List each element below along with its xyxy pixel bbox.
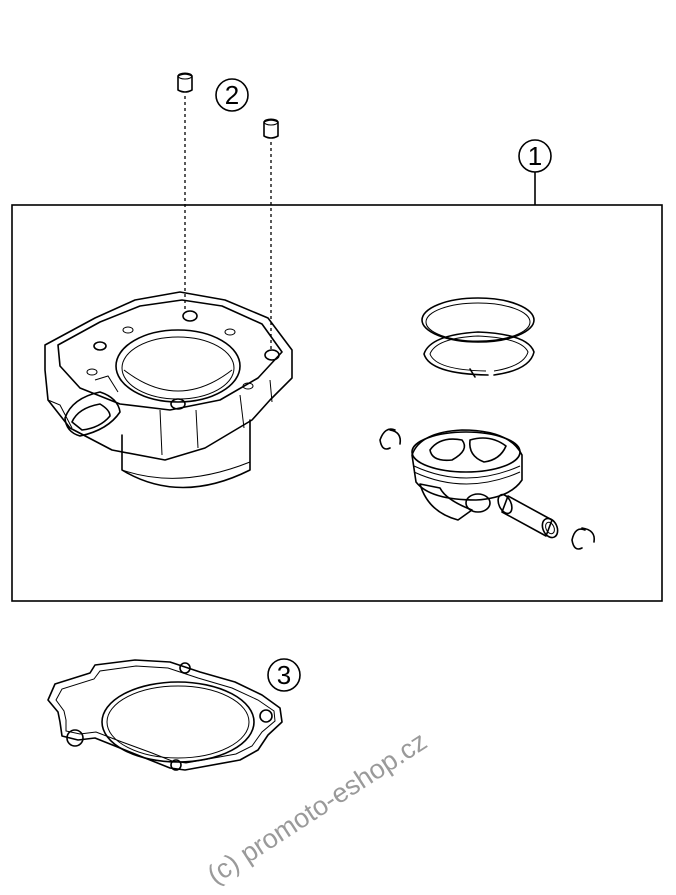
- callout-3[interactable]: 3: [267, 658, 301, 692]
- callout-1[interactable]: 1: [518, 139, 552, 173]
- piston-rings[interactable]: [421, 297, 535, 378]
- callout-2-number: 2: [225, 80, 239, 110]
- piston-pin[interactable]: [495, 492, 560, 540]
- callout-1-number: 1: [528, 141, 542, 171]
- dowel-pin-left[interactable]: [177, 72, 193, 310]
- dowel-pin-right[interactable]: [263, 118, 279, 350]
- circlip-left[interactable]: [379, 428, 402, 450]
- watermark-text: (c) promoto-eshop.cz: [202, 726, 432, 890]
- circlip-right[interactable]: [571, 527, 596, 550]
- cylinder[interactable]: [44, 291, 293, 489]
- piston[interactable]: [411, 429, 523, 521]
- assembly-frame: [11, 204, 663, 602]
- callout-2[interactable]: 2: [215, 78, 249, 112]
- cylinder-base-gasket[interactable]: [47, 659, 283, 771]
- callout-3-number: 3: [277, 660, 291, 690]
